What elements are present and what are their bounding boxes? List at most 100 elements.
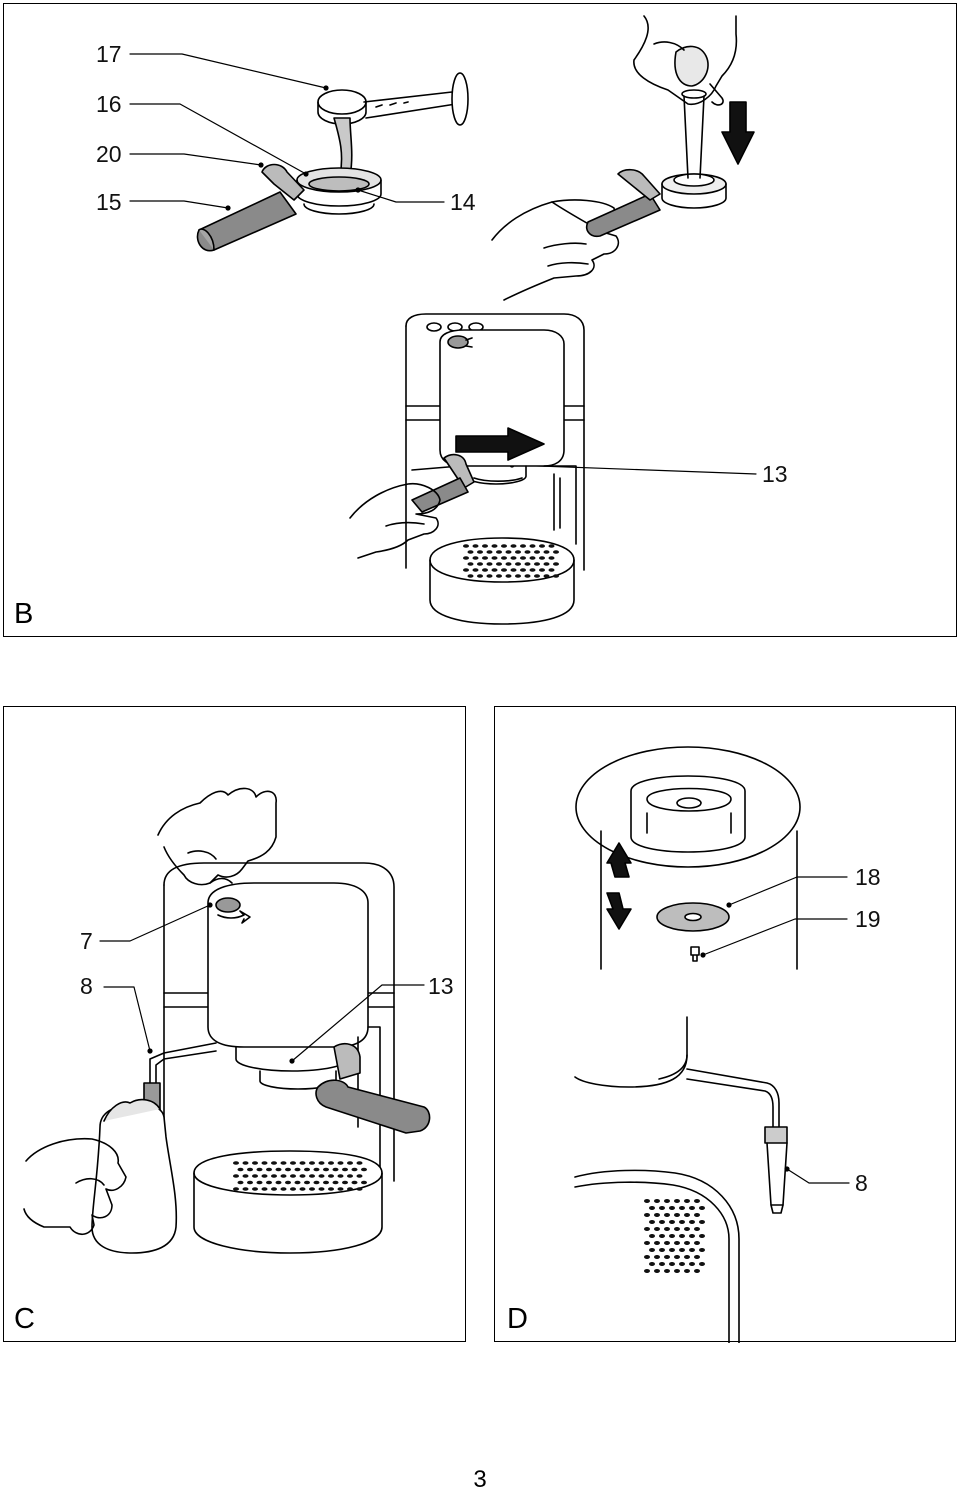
drip-tray-hole xyxy=(534,562,540,566)
drip-tray-hole xyxy=(356,1187,363,1191)
drip-tray-hole xyxy=(256,1167,263,1172)
drip-tray-hole xyxy=(689,1234,695,1238)
drip-tray-hole xyxy=(644,1241,650,1245)
panel-b-drawing: 17 16 20 15 14 13 xyxy=(96,15,788,625)
drip-tray-hole xyxy=(356,1174,363,1178)
drip-tray-hole xyxy=(266,1180,272,1185)
drip-tray-hole xyxy=(649,1206,655,1210)
drip-tray-hole xyxy=(674,1269,680,1273)
drip-tray-hole xyxy=(644,1255,650,1259)
drip-tray-hole xyxy=(491,556,498,560)
drip-tray-hole xyxy=(299,1187,306,1191)
drip-tray-hole xyxy=(669,1262,675,1266)
drip-tray-hole xyxy=(309,1161,315,1165)
drip-tray-hole xyxy=(699,1248,705,1252)
drip-tray-hole xyxy=(659,1206,665,1210)
panel-d: 18 19 8 D xyxy=(494,706,956,1343)
drip-tray-hole xyxy=(337,1174,344,1178)
drip-tray-hole xyxy=(271,1187,277,1191)
drip-tray-hole xyxy=(548,568,555,572)
drip-tray-hole xyxy=(501,556,507,560)
drip-tray-hole xyxy=(543,562,550,566)
drip-tray-hole xyxy=(328,1174,334,1178)
drip-tray-hole xyxy=(644,1227,650,1231)
coffee-machine-illustration xyxy=(23,787,431,1254)
drip-tray-holes-d xyxy=(644,1199,705,1273)
drip-tray-hole xyxy=(659,1248,665,1252)
drip-tray-hole xyxy=(644,1213,650,1217)
drip-tray-holes-b xyxy=(463,544,559,578)
callout-leaders-d xyxy=(702,876,850,1184)
drip-tray-hole xyxy=(299,1161,306,1165)
drip-tray-hole xyxy=(482,544,488,548)
drip-tray-hole xyxy=(337,1187,344,1191)
drip-tray-hole xyxy=(674,1199,680,1203)
drip-tray-hole xyxy=(233,1187,239,1191)
drip-tray-hole xyxy=(501,544,507,548)
drip-tray-hole xyxy=(529,544,536,548)
drip-tray-hole xyxy=(553,550,559,554)
drip-tray-hole xyxy=(309,1174,315,1178)
drip-tray-hole xyxy=(261,1174,268,1178)
drip-tray-hole xyxy=(463,568,469,572)
drip-tray-hole xyxy=(361,1167,367,1172)
drip-tray-hole xyxy=(694,1269,700,1273)
drip-tray-hole xyxy=(520,544,526,548)
callout-leaders-c xyxy=(99,904,425,1062)
drip-tray-hole xyxy=(654,1227,660,1231)
drip-tray-hole xyxy=(477,550,483,554)
drip-tray-hole xyxy=(328,1161,334,1165)
drip-tray-hole xyxy=(659,1262,665,1266)
drip-tray-hole xyxy=(543,550,550,554)
drip-tray-hole xyxy=(294,1180,301,1185)
callout-7: 7 xyxy=(80,928,93,954)
drip-tray-hole xyxy=(318,1174,325,1178)
callout-8: 8 xyxy=(80,973,93,999)
panel-label: D xyxy=(507,1303,528,1335)
drip-tray-hole xyxy=(520,568,526,572)
drip-tray-hole xyxy=(290,1161,296,1165)
drip-tray-hole xyxy=(356,1161,363,1165)
drip-tray-hole xyxy=(237,1180,244,1185)
drip-tray-hole xyxy=(501,568,507,572)
drip-tray-hole xyxy=(684,1199,690,1203)
drip-tray-hole xyxy=(337,1161,344,1165)
drip-tray-hole xyxy=(684,1213,690,1217)
drip-tray-hole xyxy=(351,1180,358,1185)
drip-tray-hole xyxy=(674,1241,680,1245)
drip-tray-hole xyxy=(323,1180,329,1185)
drip-tray-hole xyxy=(467,562,474,566)
drip-tray-hole xyxy=(347,1187,353,1191)
measuring-spoon-illustration xyxy=(317,72,469,126)
drip-tray-hole xyxy=(669,1248,675,1252)
panel-b: 17 16 20 15 14 13 B xyxy=(3,3,957,637)
drip-tray-hole xyxy=(275,1167,282,1172)
drip-tray-hole xyxy=(679,1262,685,1266)
drip-tray-hole xyxy=(247,1180,253,1185)
drip-tray-hole xyxy=(472,544,479,548)
drip-tray-hole xyxy=(515,574,521,578)
drip-tray-hole xyxy=(332,1167,339,1172)
drip-tray-hole xyxy=(285,1167,291,1172)
panel-label: C xyxy=(14,1303,35,1335)
drip-tray-hole xyxy=(553,574,559,578)
drip-tray-hole xyxy=(689,1248,695,1252)
drip-tray-hole xyxy=(280,1174,287,1178)
callout-13: 13 xyxy=(428,973,454,999)
drip-tray-hole xyxy=(467,574,474,578)
panel-d-drawing: 18 19 8 xyxy=(574,746,881,1343)
drip-tray-hole xyxy=(654,1241,660,1245)
drip-tray-hole xyxy=(539,556,545,560)
drip-tray-hole xyxy=(644,1269,650,1273)
drip-tray-hole xyxy=(252,1187,258,1191)
coffee-machine-illustration xyxy=(349,313,585,625)
drip-tray-hole xyxy=(669,1220,675,1224)
drip-tray-hole xyxy=(328,1187,334,1191)
drip-tray-hole xyxy=(654,1269,660,1273)
drip-tray-hole xyxy=(271,1174,277,1178)
drip-tray-hole xyxy=(684,1269,690,1273)
drip-tray-hole xyxy=(505,574,512,578)
drip-tray-hole xyxy=(515,562,521,566)
drip-tray-hole xyxy=(649,1262,655,1266)
drip-tray-hole xyxy=(543,574,550,578)
